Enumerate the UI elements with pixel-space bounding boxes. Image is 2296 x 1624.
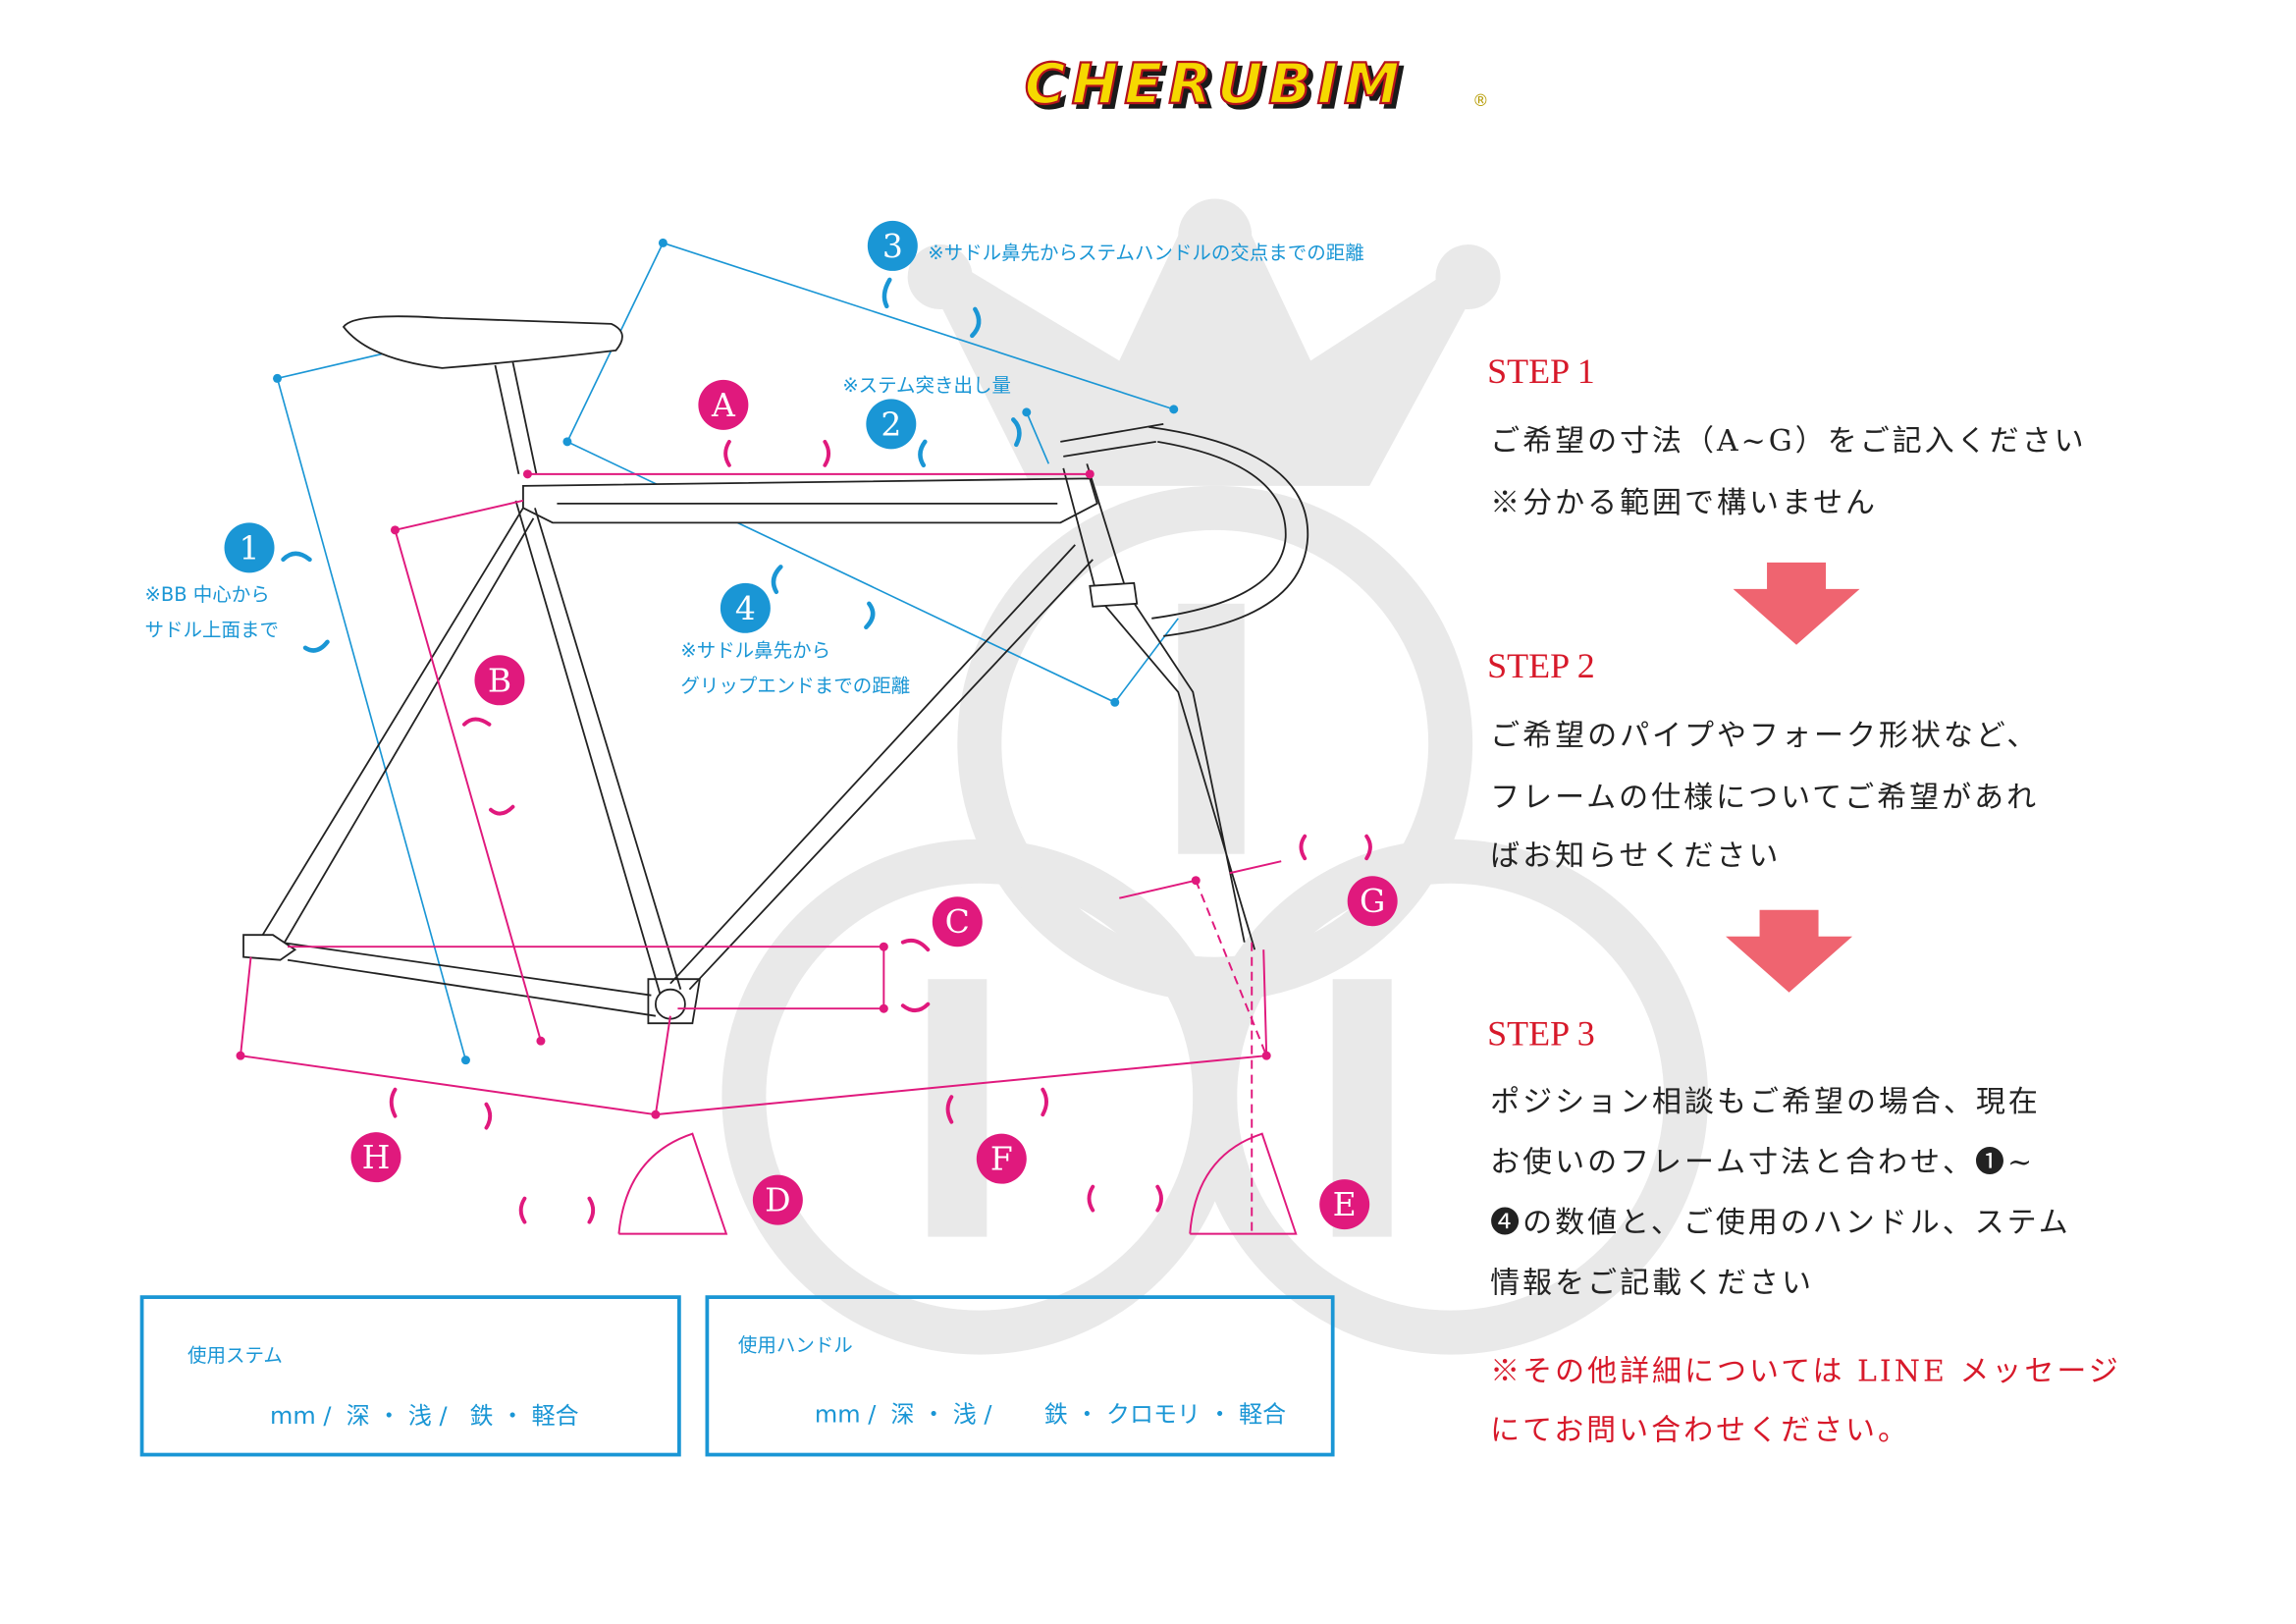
badge-3: 3: [867, 220, 918, 271]
step-3-line: ❹の数値と、ご使用のハンドル、ステム: [1490, 1206, 2071, 1240]
step-1-line: ※分かる範囲で構いません: [1490, 486, 1878, 520]
svg-text:A: A: [711, 386, 736, 424]
step-2-line: ばお知らせください: [1490, 839, 1781, 874]
badge-1: 1: [224, 522, 275, 573]
step-1-line: ご希望の寸法（A~G）をご記入ください: [1490, 424, 2086, 459]
badge-2: 2: [866, 399, 917, 450]
badge-B: B: [474, 655, 525, 706]
step-1-title: STEP 1: [1487, 352, 1595, 391]
line-contact-note: にてお問い合わせください。: [1490, 1414, 1910, 1448]
stem-label: 使用ステム: [187, 1344, 283, 1367]
svg-text:G: G: [1360, 882, 1385, 920]
svg-text:2: 2: [881, 405, 901, 443]
stem-input-box[interactable]: 使用ステム mm / 深 ・ 浅 / 鉄 ・ 軽合: [139, 1295, 681, 1457]
step-2-line: フレームの仕様についてご希望があれ: [1490, 781, 2039, 815]
cherubim-logo: CHERUBIM ®: [1024, 51, 1489, 118]
note-3: ※サドル鼻先からステムハンドルの交点までの距離: [928, 242, 1363, 264]
badge-F: F: [976, 1133, 1027, 1184]
svg-text:H: H: [362, 1138, 391, 1176]
svg-text:3: 3: [882, 227, 903, 265]
step-3-line: お使いのフレーム寸法と合わせ、❶~: [1490, 1146, 2035, 1180]
badge-H: H: [350, 1132, 401, 1183]
note-2: ※ステム突き出し量: [842, 374, 1011, 397]
svg-text:C: C: [945, 902, 970, 941]
input-brackets: [281, 277, 1372, 1224]
step-3-line: ポジション相談もご希望の場合、現在: [1490, 1085, 2041, 1119]
badge-A: A: [698, 379, 749, 430]
down-arrow-icon: [1733, 562, 1860, 645]
svg-text:F: F: [990, 1140, 1013, 1178]
step-2-line: ご希望のパイプやフォーク形状など、: [1490, 719, 2039, 753]
svg-text:4: 4: [735, 589, 756, 627]
bicycle-frame-drawing: [242, 315, 1309, 1025]
handlebar-label: 使用ハンドル: [738, 1334, 853, 1357]
stem-options: mm / 深 ・ 浅 / 鉄 ・ 軽合: [270, 1402, 579, 1430]
badge-E: E: [1319, 1179, 1370, 1230]
badge-4: 4: [720, 582, 771, 633]
down-arrow-icon: [1726, 909, 1853, 993]
note-4-line1: ※サドル鼻先から: [680, 639, 830, 662]
step-3-title: STEP 3: [1487, 1014, 1595, 1054]
note-4-line2: グリップエンドまでの距離: [680, 675, 910, 697]
step-3-line: 情報をご記載ください: [1490, 1267, 1814, 1301]
step-2-title: STEP 2: [1487, 646, 1595, 685]
badge-C: C: [932, 896, 983, 947]
badge-G: G: [1347, 876, 1398, 927]
svg-text:D: D: [765, 1181, 790, 1219]
note-1-line1: ※BB 中心から: [145, 583, 270, 606]
logo-text: CHERUBIM: [1025, 52, 1406, 117]
badge-D: D: [752, 1174, 803, 1225]
note-1-line2: サドル上面まで: [145, 619, 279, 641]
watermark-crown-logo: [721, 198, 1709, 1355]
blue-measure-lines: [273, 238, 1179, 1065]
handlebar-options: mm / 深 ・ 浅 / 鉄 ・ クロモリ ・ 軽合: [815, 1401, 1286, 1429]
svg-text:1: 1: [240, 528, 260, 567]
line-contact-note: ※その他詳細については LINE メッセージ: [1490, 1355, 2121, 1389]
magenta-measure-lines: [236, 469, 1298, 1235]
svg-text:E: E: [1333, 1185, 1357, 1223]
svg-text:B: B: [488, 661, 511, 699]
registered-mark: ®: [1472, 91, 1488, 110]
handlebar-input-box[interactable]: 使用ハンドル mm / 深 ・ 浅 / 鉄 ・ クロモリ ・ 軽合: [705, 1295, 1335, 1457]
